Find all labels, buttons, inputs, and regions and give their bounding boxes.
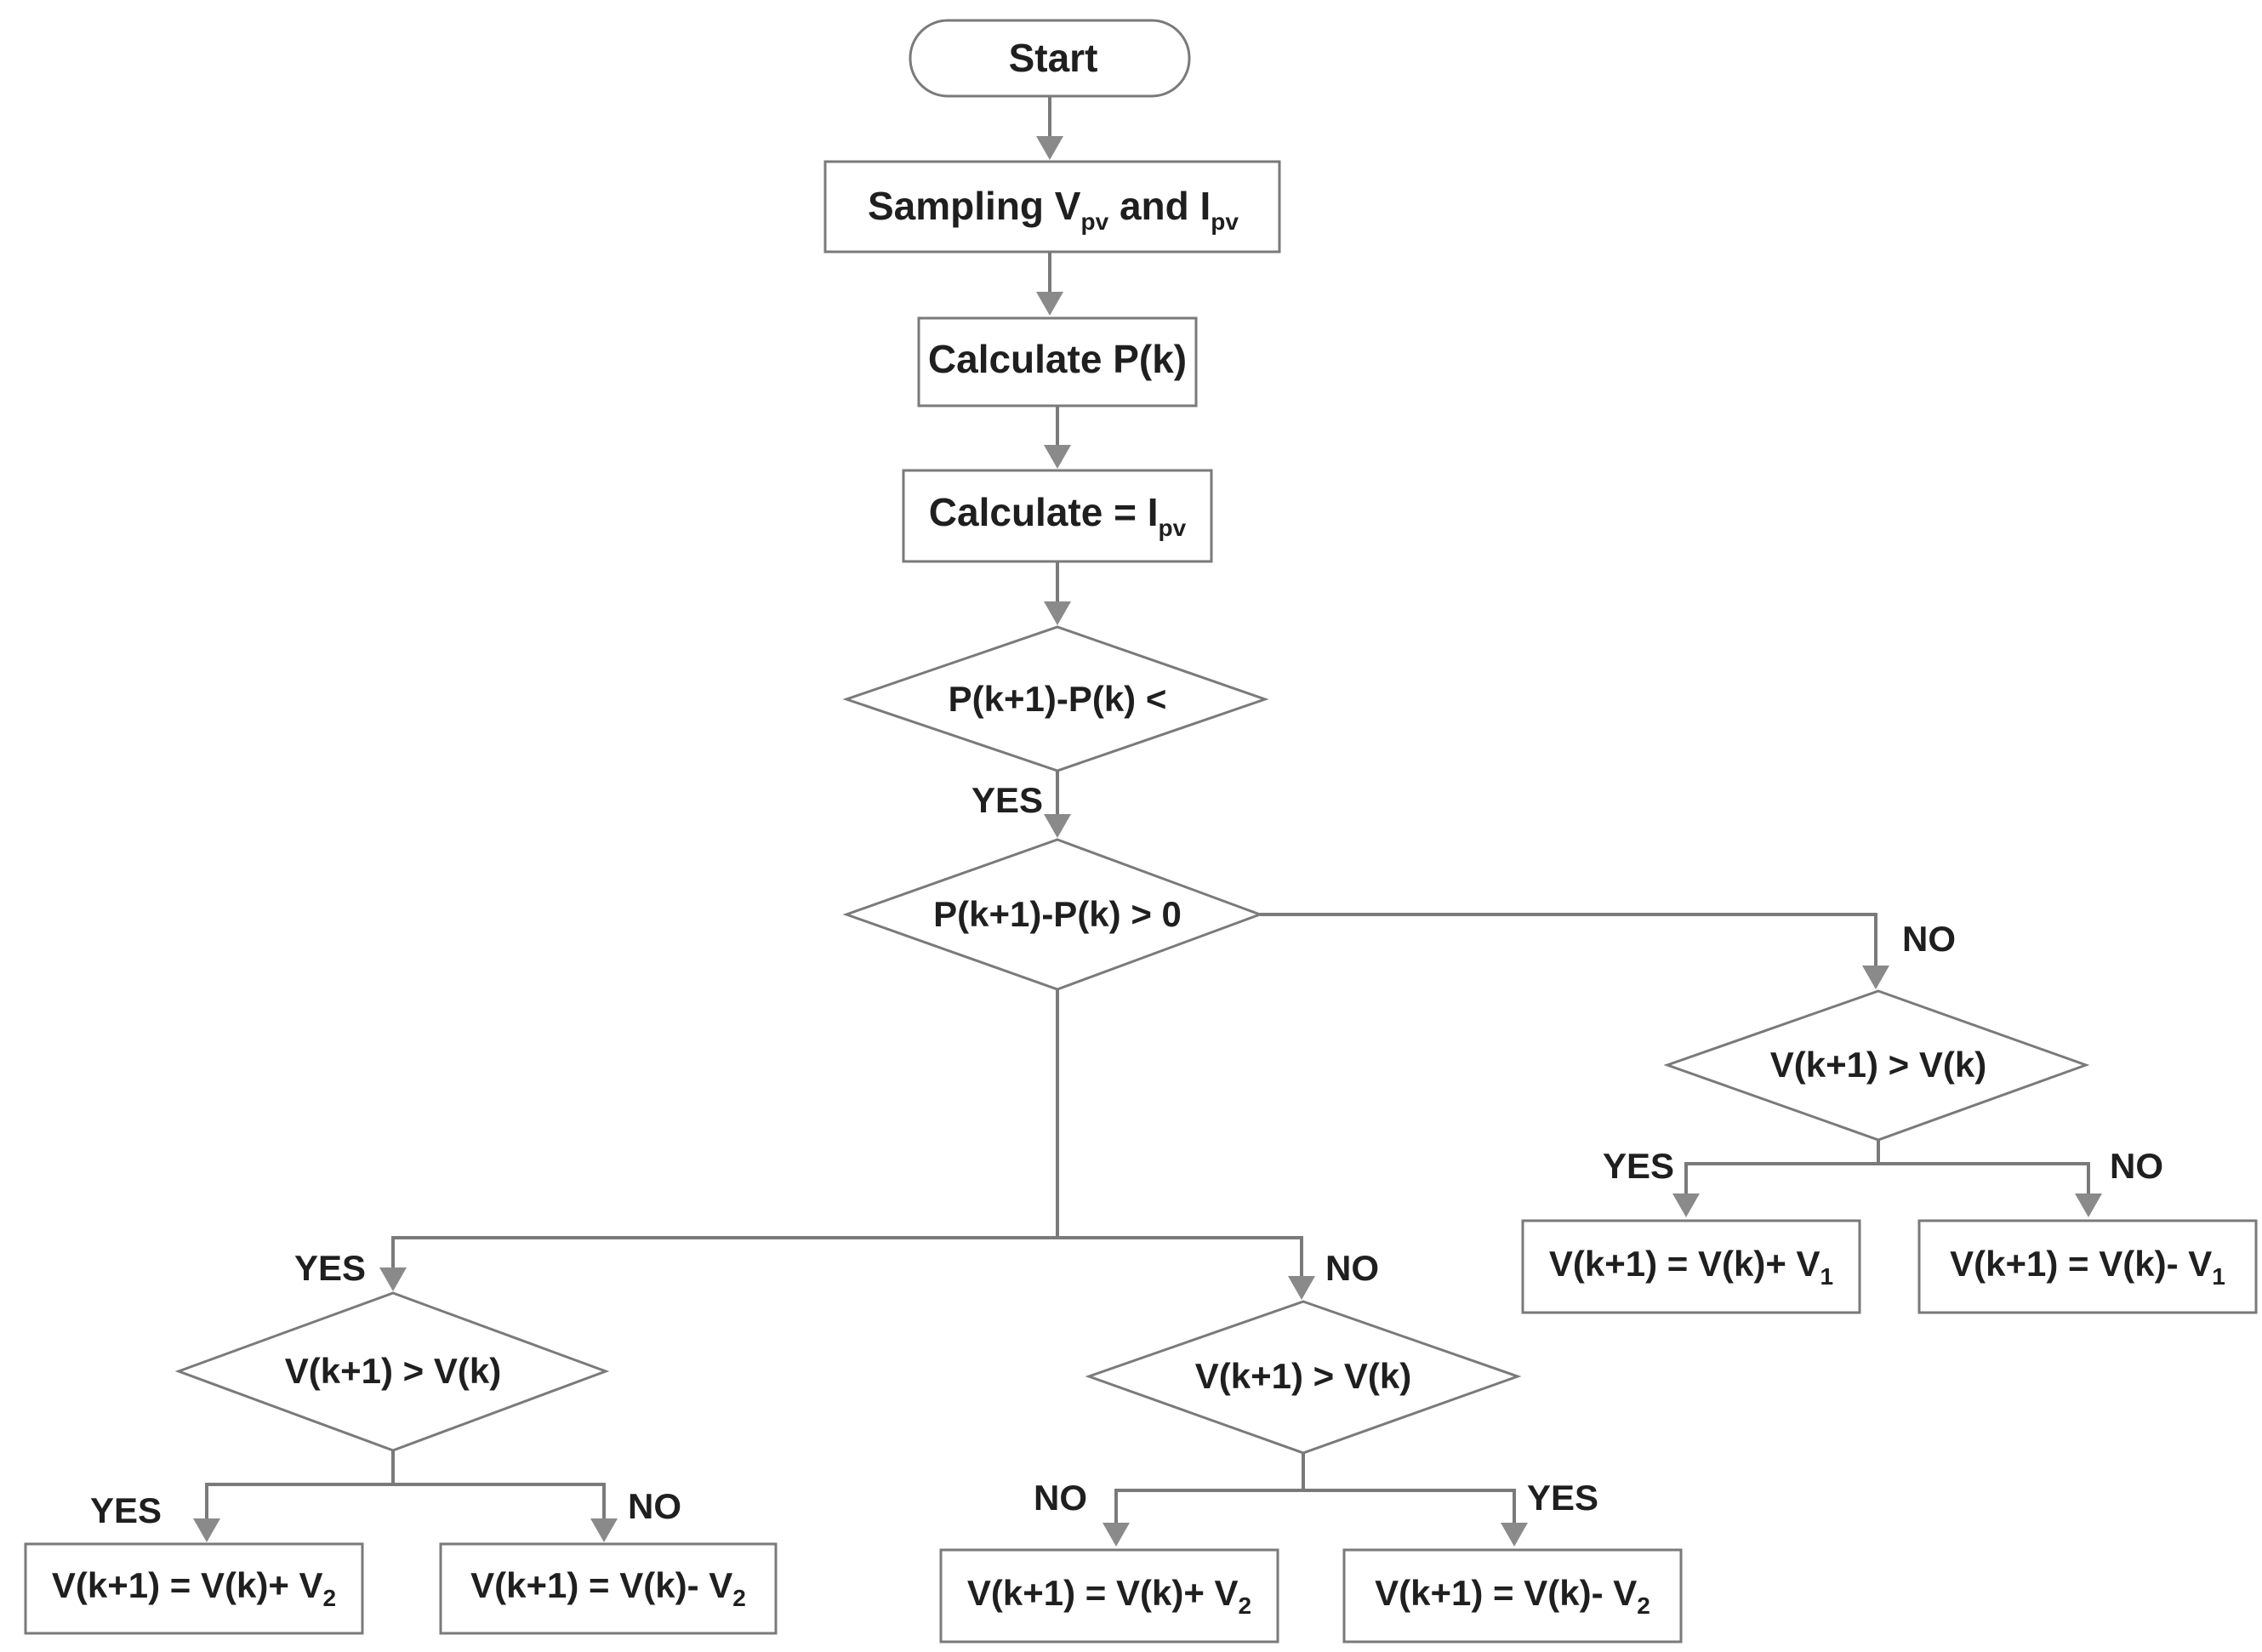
connector-dmid-no — [1114, 1489, 1303, 1527]
connector-dmid-yes — [1303, 1489, 1516, 1527]
label-no-right: NO — [2110, 1146, 2163, 1186]
sampling-box — [823, 160, 1281, 253]
result-right-no-label: V(k+1) = V(k)- V1 — [1950, 1244, 2225, 1290]
result-left-yes-label: V(k+1) = V(k)+ V2 — [52, 1565, 336, 1611]
result-right-yes-box — [1521, 1219, 1861, 1314]
decision-2-diamond — [842, 838, 1264, 991]
calc-i-label: Calculate = Ipv — [929, 490, 1187, 541]
arrowhead — [379, 1267, 407, 1291]
result-right-no: V(k+1) = V(k)- V1 — [1917, 1219, 2258, 1314]
result-left-yes-box — [24, 1542, 364, 1635]
result-left-yes-sub: 2 — [323, 1585, 337, 1611]
connector-dleft-yes — [205, 1483, 393, 1523]
calc-i-prefix: Calculate = I — [929, 490, 1159, 534]
connector-d2-no — [1260, 913, 1877, 970]
sampling-node: Sampling Vpv and Ipv — [823, 160, 1281, 253]
result-left-yes: V(k+1) = V(k)+ V2 — [24, 1542, 364, 1635]
calc-p-label: Calculate P(k) — [928, 337, 1187, 381]
decision-mid-diamond — [1085, 1300, 1522, 1455]
label-yes-mid-sub: YES — [1527, 1478, 1598, 1518]
decision-left-diamond — [174, 1291, 610, 1452]
result-left-no-box — [439, 1542, 778, 1635]
label-yes-left-sub: YES — [90, 1490, 162, 1530]
decision-1: P(k+1)-P(k) < — [842, 625, 1269, 772]
sampling-mid: and I — [1108, 184, 1211, 228]
arrowhead — [1501, 1523, 1528, 1547]
calc-p-node: Calculate P(k) — [917, 316, 1198, 407]
result-mid-yes-label: V(k+1) = V(k)- V2 — [1375, 1573, 1650, 1619]
result-mid-yes-sub: 2 — [1637, 1592, 1650, 1619]
label-no-mid: NO — [1325, 1248, 1379, 1288]
connector-split-mid — [1057, 1236, 1303, 1280]
result-left-no: V(k+1) = V(k)- V2 — [439, 1542, 778, 1635]
decision-right-diamond — [1663, 989, 2090, 1142]
start-label: Start — [1009, 36, 1098, 80]
label-no-mid-sub: NO — [1034, 1478, 1087, 1518]
arrowhead — [1103, 1523, 1130, 1547]
arrowhead — [193, 1518, 220, 1542]
result-right-yes-sub: 1 — [1820, 1263, 1834, 1290]
result-right-no-text: V(k+1) = V(k)- V — [1950, 1244, 2212, 1284]
sampling-sub-2: pv — [1211, 208, 1239, 235]
result-right-no-sub: 1 — [2212, 1263, 2225, 1290]
connectors — [193, 96, 2102, 1547]
decision-1-label: P(k+1)-P(k) < — [949, 679, 1167, 719]
result-right-no-box — [1917, 1219, 2258, 1314]
result-mid-no-label: V(k+1) = V(k)+ V2 — [967, 1573, 1251, 1619]
calc-i-node: Calculate = Ipv — [902, 469, 1213, 563]
arrowhead — [1672, 1193, 1700, 1217]
label-no-d2: NO — [1902, 919, 1956, 959]
arrowhead — [1044, 814, 1071, 838]
calc-i-box — [902, 469, 1213, 563]
decision-mid-label: V(k+1) > V(k) — [1195, 1356, 1411, 1396]
arrowhead — [1862, 966, 1889, 989]
result-left-yes-text: V(k+1) = V(k)+ V — [52, 1565, 323, 1605]
calc-i-sub: pv — [1159, 515, 1187, 541]
sampling-label: Sampling Vpv and Ipv — [868, 184, 1239, 235]
result-mid-yes-box — [1342, 1548, 1683, 1643]
result-left-no-sub: 2 — [732, 1585, 746, 1611]
arrowhead — [1036, 136, 1063, 160]
calc-p-box — [917, 316, 1198, 407]
label-yes-d1: YES — [971, 780, 1043, 820]
result-right-yes: V(k+1) = V(k)+ V1 — [1521, 1219, 1861, 1314]
arrowhead — [2075, 1193, 2102, 1217]
label-yes-right: YES — [1603, 1146, 1674, 1186]
decision-left-label: V(k+1) > V(k) — [285, 1351, 501, 1391]
arrowhead — [1044, 445, 1071, 469]
connector-split-left — [391, 1236, 1057, 1272]
result-mid-yes: V(k+1) = V(k)- V2 — [1342, 1548, 1683, 1643]
decision-2: P(k+1)-P(k) > 0 — [842, 838, 1264, 991]
connector-dright-yes — [1684, 1162, 1878, 1198]
result-mid-no-box — [939, 1548, 1279, 1643]
arrowhead — [1044, 601, 1071, 625]
result-right-yes-text: V(k+1) = V(k)+ V — [1549, 1244, 1820, 1284]
result-right-yes-label: V(k+1) = V(k)+ V1 — [1549, 1244, 1833, 1290]
arrowhead — [590, 1518, 618, 1542]
label-no-left-sub: NO — [628, 1486, 681, 1526]
decision-2-label: P(k+1)-P(k) > 0 — [933, 894, 1182, 934]
label-yes-left: YES — [294, 1248, 366, 1288]
sampling-prefix: Sampling V — [868, 184, 1081, 228]
decision-left: V(k+1) > V(k) — [174, 1291, 610, 1452]
result-left-no-label: V(k+1) = V(k)- V2 — [470, 1565, 746, 1611]
decision-right: V(k+1) > V(k) — [1663, 989, 2090, 1142]
sampling-sub-1: pv — [1080, 208, 1108, 235]
start-shape — [909, 19, 1191, 98]
arrowhead — [1288, 1276, 1315, 1300]
result-mid-no-sub: 2 — [1239, 1592, 1252, 1619]
connector-dright-no — [1878, 1162, 2090, 1198]
result-mid-no-text: V(k+1) = V(k)+ V — [967, 1573, 1239, 1613]
result-left-no-text: V(k+1) = V(k)- V — [470, 1565, 732, 1605]
connector-dleft-no — [393, 1483, 606, 1523]
decision-right-label: V(k+1) > V(k) — [1770, 1045, 1986, 1085]
arrowhead — [1036, 292, 1063, 316]
decision-mid: V(k+1) > V(k) — [1085, 1300, 1522, 1455]
decision-1-diamond — [842, 625, 1269, 772]
result-mid-no: V(k+1) = V(k)+ V2 — [939, 1548, 1279, 1643]
result-mid-yes-text: V(k+1) = V(k)- V — [1375, 1573, 1637, 1613]
start-node: Start — [909, 19, 1191, 98]
